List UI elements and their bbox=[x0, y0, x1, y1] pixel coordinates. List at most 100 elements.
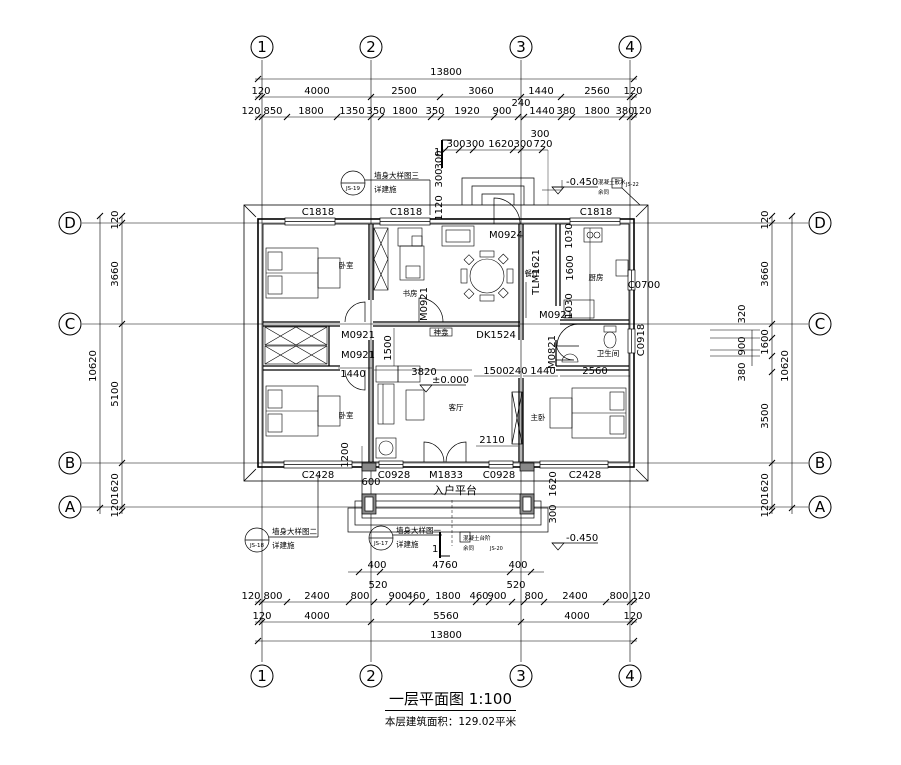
dim-inner-600: 600 bbox=[361, 477, 380, 488]
right-dimension-lines bbox=[710, 216, 793, 514]
room-niche: 神龛 bbox=[434, 327, 449, 337]
axis-grid-lines bbox=[82, 60, 808, 662]
dim-bot-r2-3: 800 bbox=[350, 591, 369, 602]
label-m0924: M0924 bbox=[489, 230, 523, 241]
dim-inner-300: 300 bbox=[548, 504, 559, 523]
callout-2-title: 墙身大样图二 bbox=[272, 526, 317, 536]
callout-2-ref: JS-18 bbox=[249, 543, 265, 549]
label-m1833: M1833 bbox=[429, 470, 463, 481]
axis-bubble-2-bottom bbox=[359, 664, 383, 688]
left-dimension-lines bbox=[99, 216, 123, 514]
dim-bot-r1-1: 400 bbox=[508, 560, 527, 571]
label-c1818-c: C1818 bbox=[580, 207, 612, 218]
dim-inner-2110: 2110 bbox=[479, 435, 504, 446]
dim-top-r3-10: 1440 bbox=[529, 106, 554, 117]
axis-bubble-1-bottom bbox=[250, 664, 274, 688]
label-c2428-b: C2428 bbox=[569, 470, 601, 481]
dim-right-7: 1620 bbox=[760, 473, 771, 498]
level-marks bbox=[419, 186, 598, 551]
left-dimension-texts: 120 3660 5100 1620 120 10620 bbox=[88, 210, 121, 517]
left-dimension-ticks bbox=[96, 212, 126, 515]
axis-bubble-b-right bbox=[808, 451, 832, 475]
drawing-scale: 1:100 bbox=[468, 690, 513, 708]
dim-bot-overall: 13800 bbox=[430, 630, 462, 641]
label-c0928-a: C0928 bbox=[378, 470, 410, 481]
dim-right-3: 1600 bbox=[760, 329, 771, 354]
axis-label-1-bottom: 1 bbox=[257, 667, 267, 685]
dim-inner-1200: 1200 bbox=[340, 442, 351, 467]
callout-1-sub: 详建施 bbox=[396, 539, 419, 549]
windows bbox=[283, 217, 636, 469]
axis-label-3-bottom: 3 bbox=[516, 667, 526, 685]
level-bottom: -0.450 bbox=[566, 533, 598, 544]
dim-top-r2-0: 120 bbox=[251, 86, 270, 97]
dim-bot-r1-center: 4760 bbox=[432, 560, 457, 571]
dim-top-overall: 13800 bbox=[430, 67, 462, 78]
right-dimension-ticks bbox=[768, 212, 796, 515]
dim-bot-r1b-1: 520 bbox=[506, 580, 525, 591]
dim-top-r4-1: 300 bbox=[465, 139, 484, 150]
axis-label-a-left: A bbox=[65, 498, 76, 516]
room-labels: 卧室 书房 餐厅 厨房 卫生间 客厅 卧室 主卧 神龛 bbox=[339, 260, 620, 422]
inner-dimension-texts: 1500 1440 3820 1500 240 1440 2560 2110 1… bbox=[340, 223, 608, 523]
dim-top-r2-2: 2500 bbox=[391, 86, 416, 97]
room-master: 主卧 bbox=[531, 412, 546, 422]
bottom-dimension-texts: 400 400 4760 520 520 120 800 2400 800 90… bbox=[241, 560, 650, 641]
dim-entry-v-2: 1120 bbox=[434, 195, 445, 220]
dim-bot-r2-1: 800 bbox=[263, 591, 282, 602]
axis-label-2-bottom: 2 bbox=[366, 667, 376, 685]
dim-right-0: 120 bbox=[760, 210, 771, 229]
dim-top-r3-4: 350 bbox=[366, 106, 385, 117]
axis-label-c-left: C bbox=[65, 315, 75, 333]
callout-scatter-sub: 余同 bbox=[598, 188, 610, 196]
dim-bot-r3-4: 120 bbox=[623, 611, 642, 622]
axis-bubble-4-bottom bbox=[618, 664, 642, 688]
room-dining: 餐厅 bbox=[525, 269, 540, 278]
callout-1-title: 墙身大样图一 bbox=[396, 525, 441, 535]
dim-top-r2-3: 3060 bbox=[468, 86, 493, 97]
dim-right-4: 900 bbox=[737, 336, 748, 355]
dim-bot-r2-5: 460 bbox=[406, 591, 425, 602]
dim-top-r3-11: 380 bbox=[556, 106, 575, 117]
axis-label-b-left: B bbox=[65, 454, 75, 472]
dim-inner-1500-v: 1500 bbox=[383, 335, 394, 360]
drawing-title-text: 一层平面图 bbox=[388, 690, 464, 708]
level-floor: ±0.000 bbox=[432, 375, 469, 386]
label-m0921-b: M0921 bbox=[341, 350, 375, 361]
axis-bubble-b-left bbox=[58, 451, 82, 475]
label-c1818-a: C1818 bbox=[302, 207, 334, 218]
dim-bot-r1-0: 400 bbox=[367, 560, 386, 571]
bottom-dimension-lines bbox=[255, 571, 637, 642]
dim-bot-r2-12: 120 bbox=[631, 591, 650, 602]
dim-top-r2-5: 2560 bbox=[584, 86, 609, 97]
axis-bubble-a-left bbox=[58, 495, 82, 519]
dim-top-r3-9: 240 bbox=[511, 98, 530, 109]
drawing-title-block: 一层平面图 1:100 本层建筑面积：129.02平米 bbox=[0, 688, 901, 729]
callout-step-title: 混凝土台阶 bbox=[463, 534, 491, 542]
axis-labels: 1 2 3 4 1 2 3 4 D C B A D C B A bbox=[64, 38, 826, 685]
dim-inner-2560: 2560 bbox=[582, 366, 607, 377]
dim-bot-r2-7: 460 bbox=[469, 591, 488, 602]
dim-left-0: 120 bbox=[110, 210, 121, 229]
axis-bubble-d-right bbox=[808, 211, 832, 235]
dim-top-r4-3: 300 bbox=[513, 139, 532, 150]
label-tlm1621: TLM1621 bbox=[531, 249, 542, 296]
axis-label-b-right: B bbox=[815, 454, 825, 472]
dim-inner-3820: 3820 bbox=[411, 367, 436, 378]
dim-top-r4-4: 720 bbox=[533, 139, 552, 150]
dim-top-r3-13: 380 bbox=[615, 106, 634, 117]
dim-top-r3-14: 120 bbox=[632, 106, 651, 117]
label-dk1524: DK1524 bbox=[476, 330, 516, 341]
dim-top-r3-6: 350 bbox=[425, 106, 444, 117]
entry-platform bbox=[347, 462, 549, 533]
dim-right-5: 380 bbox=[737, 362, 748, 381]
dim-bot-r2-8: 900 bbox=[487, 591, 506, 602]
dim-inner-1030-b: 1030 bbox=[564, 293, 575, 318]
dim-entry-v-1: 300 bbox=[434, 168, 445, 187]
bottom-dimension-ticks bbox=[254, 568, 638, 645]
dim-inner-1600-k: 1600 bbox=[565, 255, 576, 280]
callout-step-ref: JS-20 bbox=[489, 546, 503, 552]
dim-inner-1030-a: 1030 bbox=[564, 223, 575, 248]
axis-label-d-left: D bbox=[64, 214, 76, 232]
dim-left-3: 1620 bbox=[110, 473, 121, 498]
